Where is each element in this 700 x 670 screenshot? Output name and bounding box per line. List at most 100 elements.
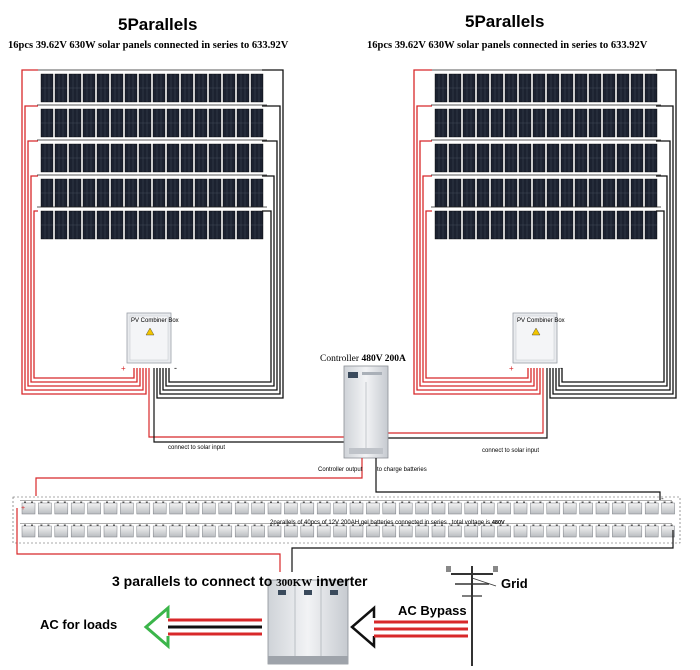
battery-cell	[497, 525, 511, 538]
battery-cell	[136, 525, 151, 538]
battery-terminal	[188, 524, 190, 526]
battery-cell	[480, 502, 495, 515]
battery-cell	[333, 525, 347, 538]
connect-solar-right: connect to solar input	[482, 448, 539, 454]
battery-terminal	[391, 501, 394, 503]
grid-pole-icon	[446, 566, 498, 666]
battery-terminal	[384, 501, 387, 503]
battery-terminal	[368, 501, 371, 503]
battery-terminal	[384, 524, 387, 526]
battery-terminal	[237, 524, 240, 526]
ac-loads-label: AC for loads	[40, 617, 118, 632]
battery-plus: +	[21, 505, 25, 512]
battery-terminal	[253, 524, 256, 526]
battery-terminal	[663, 501, 666, 503]
battery-cell	[21, 525, 36, 538]
battery-terminal	[293, 501, 296, 503]
battery-terminal	[605, 501, 607, 503]
battery-cell	[644, 502, 659, 515]
battery-terminal	[138, 524, 141, 526]
battery-terminal	[670, 524, 673, 526]
left-combiner-label: PV Combiner Box	[131, 318, 179, 324]
battery-cell	[349, 525, 364, 538]
left-combiner-minus: -	[174, 363, 177, 373]
battery-terminal	[342, 524, 345, 526]
battery-terminal	[466, 501, 469, 503]
right-panel-array	[431, 69, 661, 240]
right-combiner-box	[512, 312, 558, 364]
ac-loads-arrow	[143, 604, 262, 650]
battery-caption: 2parallels of 40pcs of 12V 200AH gel bat…	[270, 520, 505, 526]
left-combiner-plus: +	[121, 364, 126, 373]
battery-terminal	[113, 501, 115, 503]
warning-icon	[531, 327, 541, 336]
battery-terminal	[605, 524, 607, 526]
battery-cell	[612, 502, 626, 515]
battery-terminal	[220, 524, 223, 526]
battery-terminal	[319, 524, 322, 526]
battery-bank	[12, 496, 681, 572]
battery-terminal	[56, 524, 59, 526]
battery-cell	[628, 525, 643, 538]
battery-terminal	[581, 524, 584, 526]
battery-terminal	[391, 524, 394, 526]
battery-terminal	[89, 501, 92, 503]
battery-terminal	[516, 524, 518, 526]
battery-terminal	[244, 501, 247, 503]
battery-terminal	[654, 524, 657, 526]
battery-cell	[398, 502, 413, 515]
battery-terminal	[450, 501, 453, 503]
battery-terminal	[326, 524, 329, 526]
left-array-title: 5Parallels	[118, 15, 198, 34]
battery-terminal	[309, 501, 312, 503]
battery-cell	[562, 525, 577, 538]
right-array-wiring	[413, 69, 677, 399]
battery-terminal	[450, 524, 453, 526]
battery-terminal	[539, 501, 542, 503]
battery-terminal	[73, 524, 76, 526]
ac-bypass-label: AC Bypass	[398, 603, 467, 618]
battery-terminal	[237, 501, 240, 503]
battery-cell	[267, 502, 282, 515]
battery-cell	[70, 525, 85, 538]
battery-terminal	[483, 501, 486, 503]
inverter-cabinet	[267, 579, 349, 665]
battery-terminal	[227, 524, 230, 526]
battery-cell	[497, 502, 511, 515]
battery-terminal	[539, 524, 542, 526]
battery-cell	[464, 502, 479, 515]
battery-cell	[595, 525, 610, 538]
battery-terminal	[122, 501, 125, 503]
battery-terminal	[588, 501, 591, 503]
battery-terminal	[548, 501, 551, 503]
battery-terminal	[47, 501, 50, 503]
battery-cell	[415, 502, 429, 515]
battery-terminal	[417, 501, 420, 503]
battery-terminal	[532, 524, 535, 526]
battery-terminal	[302, 501, 305, 503]
battery-terminal	[490, 524, 493, 526]
battery-terminal	[342, 501, 345, 503]
controller-cabinet	[343, 365, 389, 459]
battery-terminal	[565, 501, 568, 503]
battery-cell	[661, 502, 675, 515]
battery-cell	[267, 525, 282, 538]
battery-cell	[21, 502, 36, 515]
battery-terminal	[614, 501, 617, 503]
battery-cell	[366, 502, 380, 515]
battery-terminal	[129, 524, 132, 526]
battery-terminal	[335, 501, 338, 503]
battery-cell	[218, 502, 233, 515]
battery-terminal	[499, 524, 502, 526]
battery-cell	[136, 502, 151, 515]
battery-terminal	[40, 501, 43, 503]
battery-terminal	[581, 501, 584, 503]
battery-cell	[316, 525, 331, 538]
battery-terminal	[352, 501, 354, 503]
battery-cell	[169, 525, 183, 538]
battery-terminal	[572, 501, 575, 503]
battery-cell	[152, 525, 167, 538]
battery-cell	[349, 502, 364, 515]
battery-terminal	[113, 524, 115, 526]
